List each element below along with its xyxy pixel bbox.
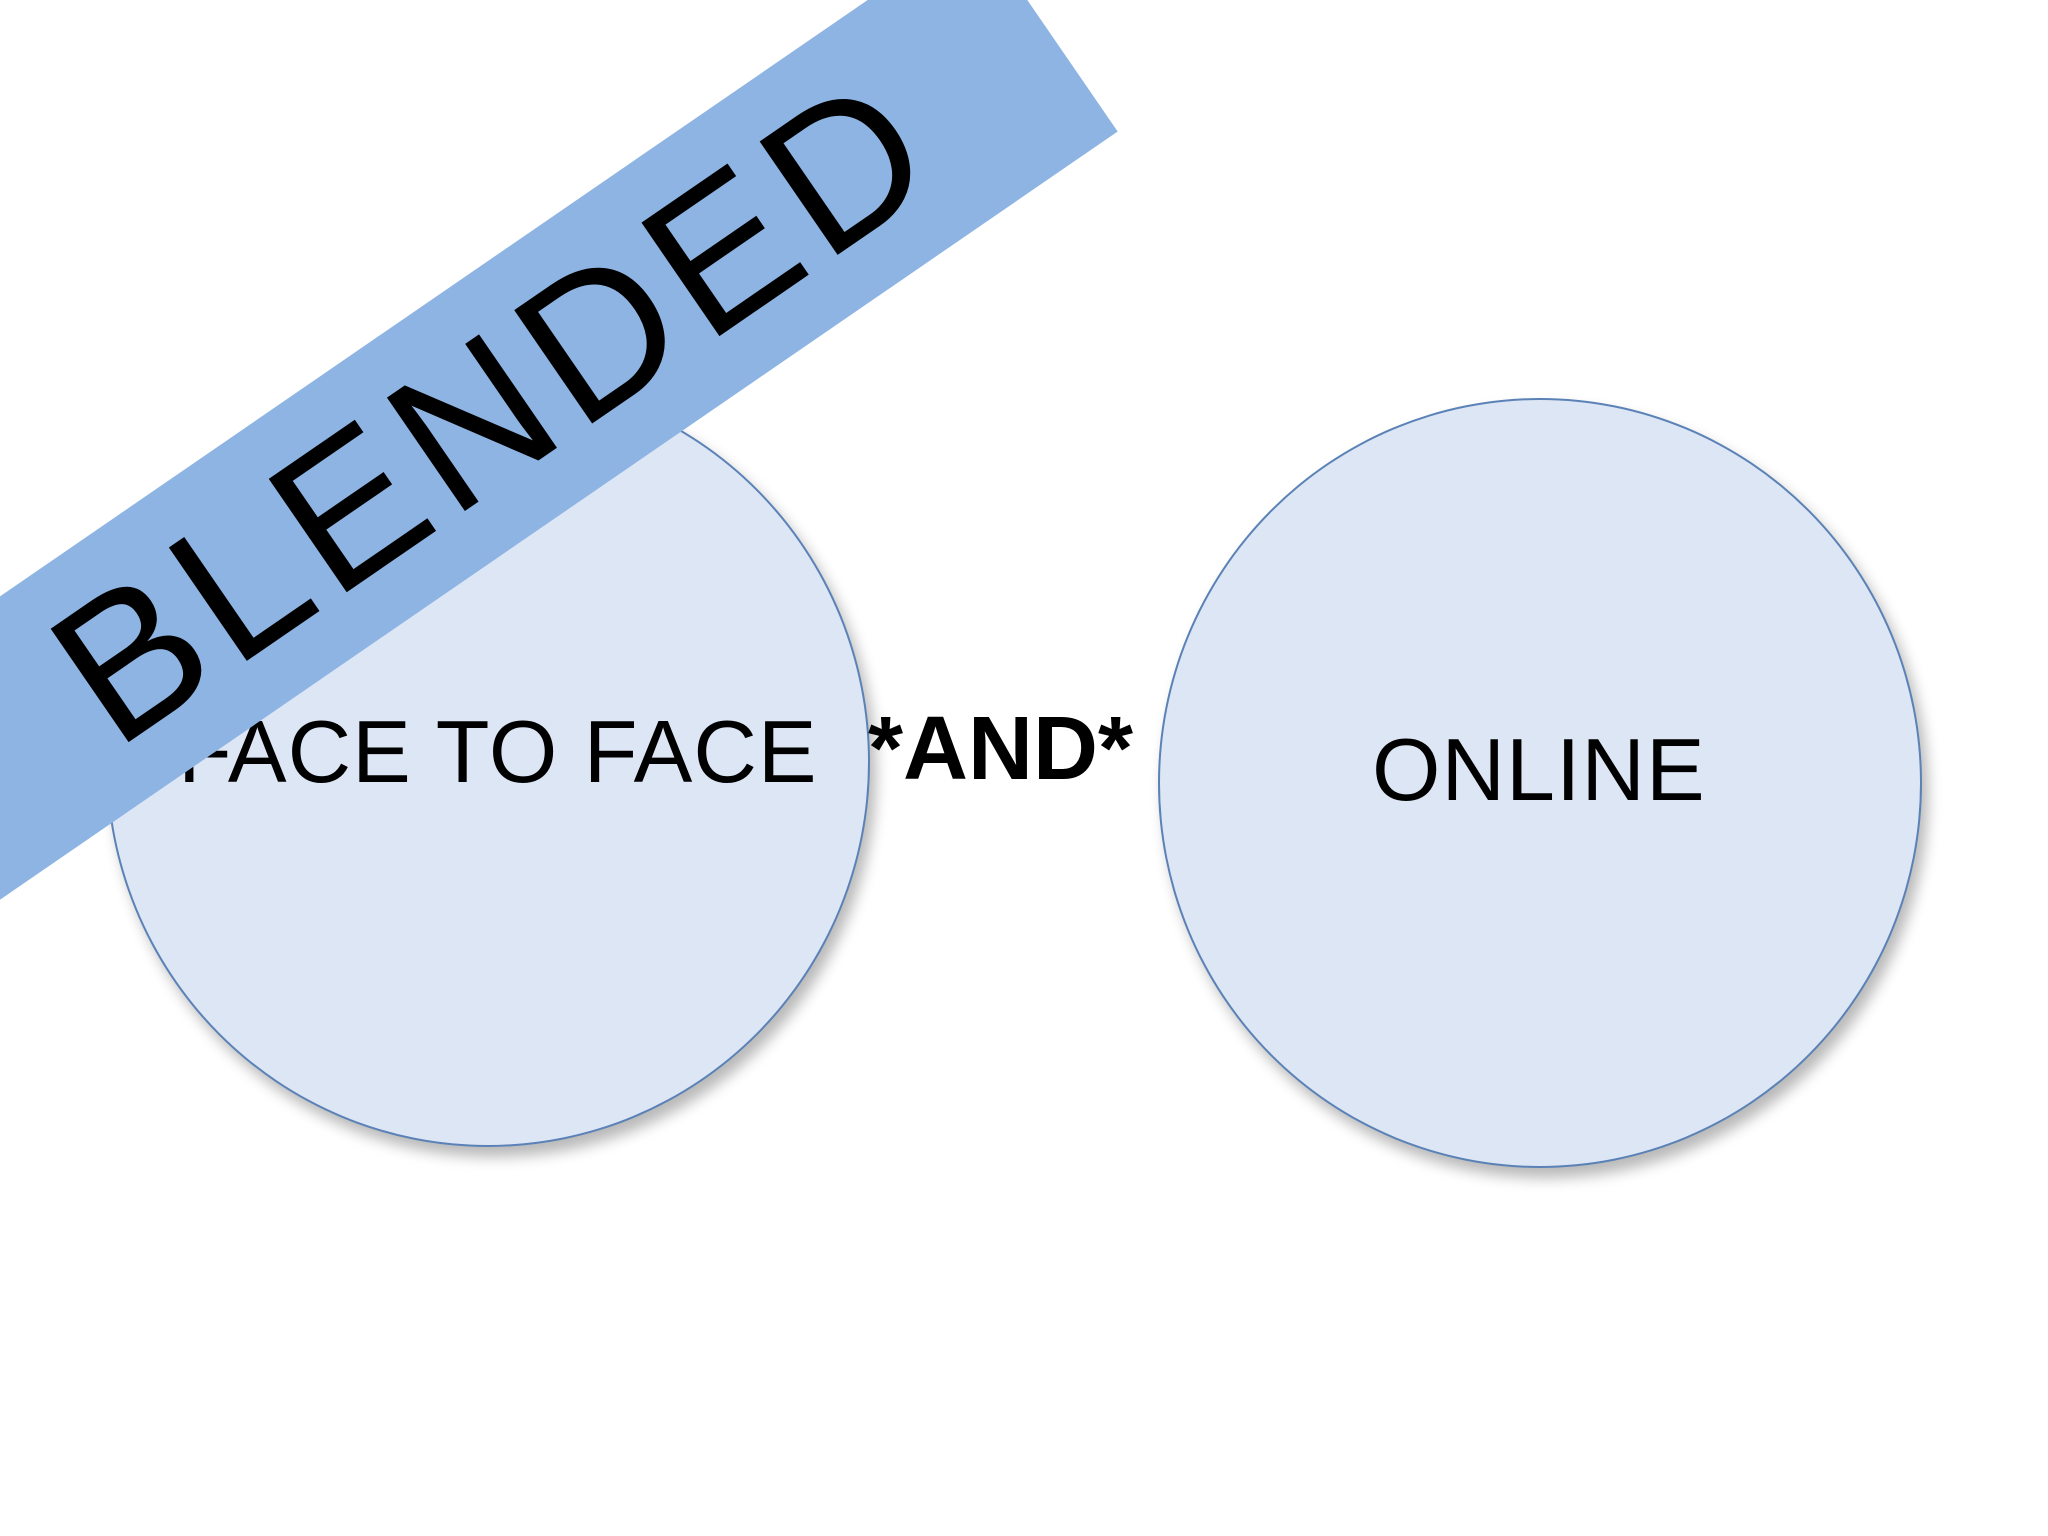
online-label: ONLINE bbox=[1372, 720, 1706, 819]
and-connector: *AND* bbox=[868, 699, 1134, 799]
face-to-face-label: FACE TO FACE bbox=[178, 702, 818, 801]
online-circle bbox=[1158, 398, 1922, 1168]
